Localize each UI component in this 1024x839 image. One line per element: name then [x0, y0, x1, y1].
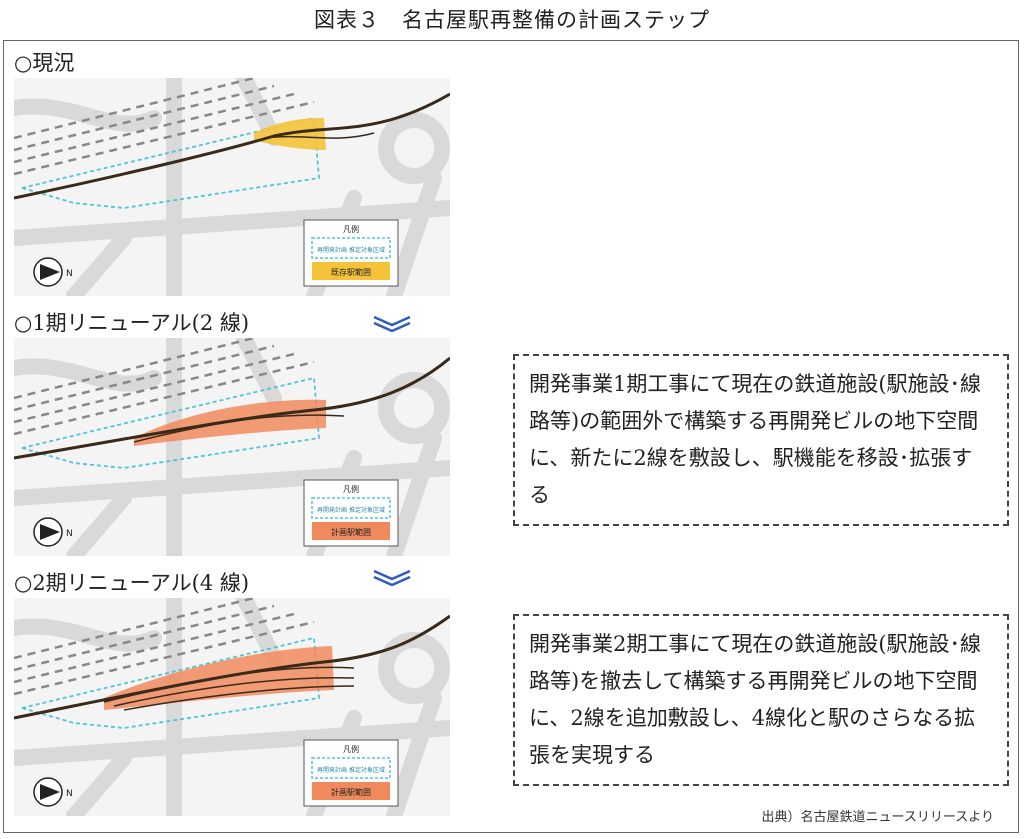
redevelopment-area [18, 116, 320, 209]
section-label-phase1: ○1期リニューアル(2 線) [14, 311, 250, 335]
svg-text:凡例: 凡例 [343, 744, 359, 754]
legend-area-label: 再開発計画 推定対象区域 [317, 246, 385, 254]
map-current-svg: 凡例 再開発計画 推定対象区域 既存駅範囲 N [14, 78, 450, 296]
legend-station-swatch [312, 262, 390, 280]
track-line [14, 356, 450, 460]
section-label-phase2: ○2期リニューアル(4 線) [14, 571, 250, 595]
svg-text:再開発計画 推定対象区域: 再開発計画 推定対象区域 [317, 766, 385, 774]
note-phase2: 開発事業2期工事にて現在の鉄道施設(駅施設･線路等)を撤去して構築する再開発ビル… [513, 614, 1009, 786]
section-label-current: ○現況 [14, 51, 75, 75]
map-phase1: 凡例 再開発計画 推定対象区域 計画駅範囲 N [14, 338, 450, 556]
svg-text:N: N [66, 529, 73, 539]
legend-station-label: 既存駅範囲 [331, 267, 371, 277]
figure-frame [3, 40, 1019, 833]
legend-station-label: 計画駅範囲 [331, 787, 371, 797]
map-current: 凡例 再開発計画 推定対象区域 既存駅範囲 N [14, 78, 450, 296]
svg-text:N: N [66, 269, 73, 279]
map-phase1-svg: 凡例 再開発計画 推定対象区域 計画駅範囲 N [14, 338, 450, 556]
note-phase1: 開発事業1期工事にて現在の鉄道施設(駅施設･線路等)の範囲外で構築する再開発ビル… [513, 354, 1009, 526]
track-line [14, 614, 450, 720]
svg-text:凡例: 凡例 [343, 484, 359, 494]
chevron-down-icon [373, 315, 411, 332]
source-credit: 出典）名古屋鉄道ニュースリリースより [761, 810, 994, 825]
legend-title: 凡例 [343, 224, 359, 234]
chevron-down-icon [373, 569, 411, 586]
station-area [134, 399, 326, 446]
legend-station-label: 計画駅範囲 [331, 527, 371, 537]
svg-text:N: N [66, 789, 73, 799]
figure-title: 図表３ 名古屋駅再整備の計画ステップ [314, 8, 710, 32]
map-phase2: 凡例 再開発計画 推定対象区域 計画駅範囲 N [14, 598, 450, 816]
svg-text:再開発計画 推定対象区域: 再開発計画 推定対象区域 [317, 506, 385, 514]
map-phase2-svg: 凡例 再開発計画 推定対象区域 計画駅範囲 N [14, 598, 450, 816]
